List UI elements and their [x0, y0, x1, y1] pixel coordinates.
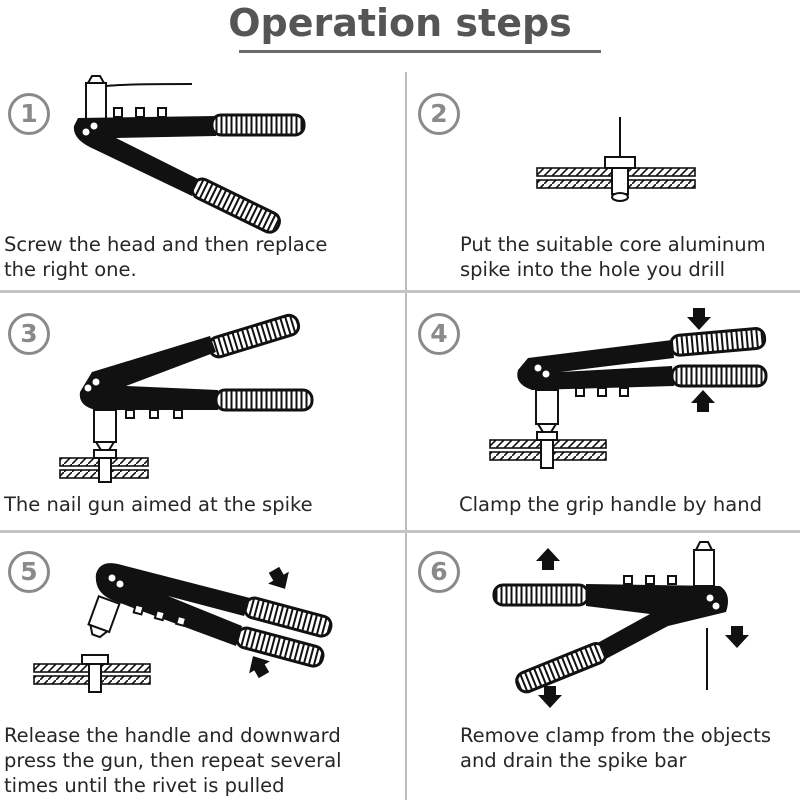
step-6-caption-line-1: Remove clamp from the objects	[460, 724, 772, 747]
step-6-remove-tool-icon	[492, 541, 749, 708]
step-3-caption-line-1: The nail gun aimed at the spike	[4, 493, 313, 516]
step-6-caption-line-2: and drain the spike bar	[460, 749, 687, 772]
step-1-number: 1	[8, 93, 50, 135]
step-1-rivet-tool-icon	[73, 75, 306, 234]
step-1-caption: Screw the head and then replace the righ…	[4, 232, 327, 282]
step-2-caption-line-2: spike into the hole you drill	[460, 258, 726, 281]
step-2-caption-line-1: Put the suitable core aluminum	[460, 233, 766, 256]
step-5-caption-line-3: times until the rivet is pulled	[4, 774, 285, 797]
horizontal-divider-2	[0, 530, 800, 533]
step-1-caption-line-1: Screw the head and then replace	[4, 233, 328, 256]
step-4-number: 4	[418, 313, 460, 355]
step-2-caption: Put the suitable core aluminum spike int…	[460, 232, 766, 282]
step-2-number: 2	[418, 93, 460, 135]
step-3-rivet-tool-icon	[59, 313, 314, 483]
step-5-number: 5	[8, 551, 50, 593]
title-underline	[239, 50, 601, 53]
step-1-caption-line-2: the right one.	[4, 258, 137, 281]
step-3-number: 3	[8, 313, 50, 355]
step-6-caption: Remove clamp from the objects and drain …	[460, 723, 771, 773]
step-4-caption-line-1: Clamp the grip handle by hand	[459, 493, 762, 516]
horizontal-divider-1	[0, 290, 800, 293]
step-6-number: 6	[418, 551, 460, 593]
step-4-caption: Clamp the grip handle by hand	[459, 492, 762, 517]
step-5-release-tool-icon	[33, 563, 333, 693]
vertical-divider	[405, 72, 407, 800]
step-3-caption: The nail gun aimed at the spike	[4, 492, 313, 517]
step-2-rivet-in-plate-icon	[536, 117, 696, 202]
step-4-clamp-tool-icon	[489, 308, 768, 469]
page-title: Operation steps	[228, 1, 572, 45]
step-5-caption: Release the handle and downward press th…	[4, 723, 342, 798]
step-5-caption-line-1: Release the handle and downward	[4, 724, 341, 747]
step-5-caption-line-2: press the gun, then repeat several	[4, 749, 342, 772]
